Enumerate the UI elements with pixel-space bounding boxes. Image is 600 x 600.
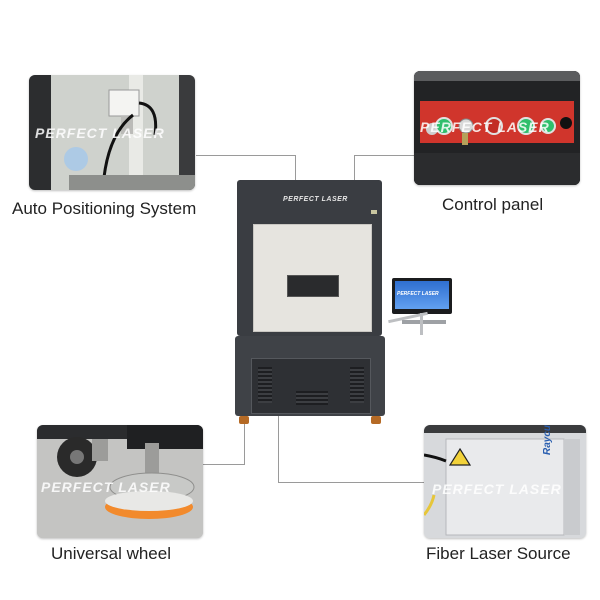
fiber-laser-source-watermark: PERFECT LASER: [432, 481, 562, 497]
caption-universal-wheel: Universal wheel: [51, 544, 171, 563]
indicator-light: [371, 210, 377, 214]
monitor-logo: PERFECT LASER: [397, 291, 439, 297]
machine-logo: PERFECT LASER: [283, 196, 348, 203]
laser-marking-machine: PERFECT LASER: [235, 180, 385, 425]
leader-line-wheel-h: [203, 464, 245, 465]
caption-control-panel: Control panel: [442, 195, 544, 214]
leader-line-control-panel-h: [354, 155, 414, 156]
lower-front-panel: [251, 358, 371, 414]
universal-wheel-watermark: PERFECT LASER: [41, 479, 171, 495]
monitor: PERFECT LASER: [392, 278, 452, 314]
lower-cabinet: [235, 336, 385, 416]
control-panel-watermark: PERFECT LASER: [420, 119, 550, 135]
universal-wheel-photo: PERFECT LASER: [37, 425, 203, 538]
vent-right: [350, 367, 364, 403]
caption-auto-positioning: Auto Positioning System: [12, 199, 197, 218]
auto-positioning-illustration: [29, 75, 195, 190]
control-panel-illustration: [414, 71, 580, 185]
fiber-laser-source-illustration: [424, 425, 586, 538]
vent-center: [296, 391, 328, 405]
control-panel-photo: PERFECT LASER: [414, 71, 580, 185]
caption-fiber-laser-source: Fiber Laser Source: [426, 544, 571, 563]
monitor-support: [420, 313, 423, 335]
leader-line-source-v: [278, 385, 279, 483]
upper-cabinet: PERFECT LASER: [237, 180, 382, 336]
universal-wheel-illustration: [37, 425, 203, 538]
source-brand-label: Raycus: [542, 425, 553, 455]
vent-left: [258, 367, 272, 403]
foot-right: [371, 416, 381, 424]
leader-line-auto-positioning-h: [196, 155, 296, 156]
monitor-screen: PERFECT LASER: [395, 281, 449, 309]
leader-line-source-h: [278, 482, 424, 483]
foot-left: [239, 416, 249, 424]
keyboard-tray: [402, 320, 446, 324]
fiber-laser-source-photo: Raycus PERFECT LASER: [424, 425, 586, 538]
viewing-window: [287, 275, 339, 297]
leader-line-wheel-v: [244, 420, 245, 465]
auto-positioning-watermark: PERFECT LASER: [35, 125, 165, 141]
machine-door: [253, 224, 372, 332]
auto-positioning-photo: PERFECT LASER: [29, 75, 195, 190]
